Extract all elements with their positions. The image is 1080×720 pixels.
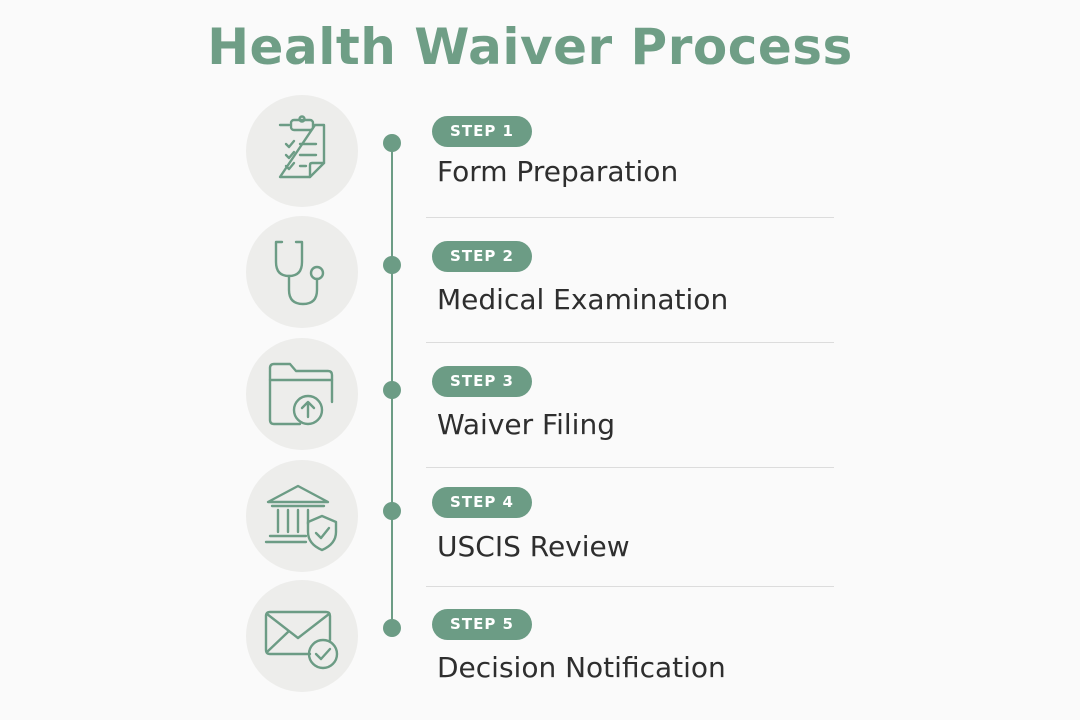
step-label: Medical Examination: [437, 283, 729, 316]
divider: [426, 217, 834, 218]
step-2: STEP 2 Medical Examination: [0, 216, 1080, 328]
step-5: STEP 5 Decision Notification: [0, 580, 1080, 692]
government-building-shield-icon: [246, 460, 358, 572]
divider: [426, 467, 834, 468]
step-label: USCIS Review: [437, 530, 630, 563]
step-1: STEP 1 Form Preparation: [0, 95, 1080, 207]
step-badge: STEP 5: [432, 609, 532, 640]
divider: [426, 586, 834, 587]
step-label: Form Preparation: [437, 155, 679, 188]
timeline-dot: [383, 619, 401, 637]
step-label: Waiver Filing: [437, 408, 615, 441]
step-3: STEP 3 Waiver Filing: [0, 338, 1080, 450]
step-badge: STEP 1: [432, 116, 532, 147]
timeline-dot: [383, 502, 401, 520]
stethoscope-icon: [246, 216, 358, 328]
envelope-check-icon: [246, 580, 358, 692]
step-badge: STEP 3: [432, 366, 532, 397]
timeline-dot: [383, 256, 401, 274]
page-title: Health Waiver Process: [207, 18, 853, 76]
step-badge: STEP 4: [432, 487, 532, 518]
divider: [426, 342, 834, 343]
clipboard-checklist-icon: [246, 95, 358, 207]
step-label: Decision Notification: [437, 651, 726, 684]
step-4: STEP 4 USCIS Review: [0, 460, 1080, 572]
timeline-dot: [383, 134, 401, 152]
timeline-dot: [383, 381, 401, 399]
step-badge: STEP 2: [432, 241, 532, 272]
folder-upload-icon: [246, 338, 358, 450]
